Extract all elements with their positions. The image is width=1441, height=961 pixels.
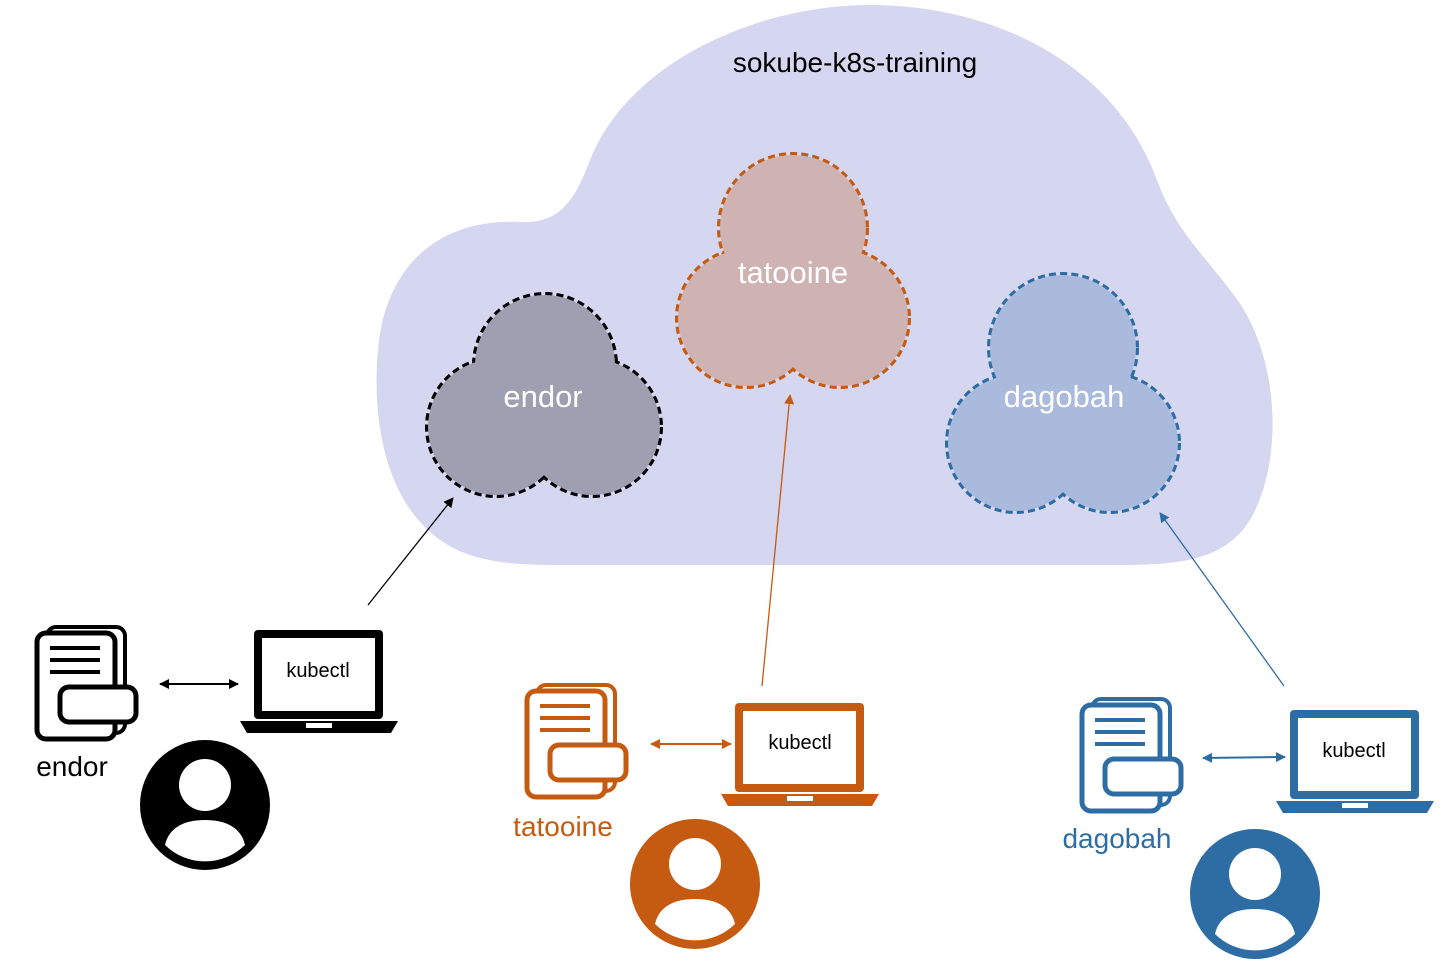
documents-icon <box>1079 697 1184 814</box>
user-avatar-icon <box>630 819 760 949</box>
user-group-tatooine: kubectl tatooine <box>513 683 879 949</box>
user-avatar-icon <box>1190 829 1320 959</box>
namespace-dagobah-cloud: dagobah <box>945 272 1181 514</box>
user-group-endor: kubectl endor <box>34 625 398 870</box>
namespace-endor-cloud: endor <box>425 292 663 498</box>
namespace-endor-label: endor <box>503 379 582 414</box>
cluster-title: sokube-k8s-training <box>733 47 977 78</box>
laptop-label: kubectl <box>286 660 349 682</box>
documents-icon <box>524 683 629 800</box>
laptop-label: kubectl <box>1322 740 1385 762</box>
user-group-dagobah: kubectl dagobah <box>1062 697 1434 959</box>
user-label-dagobah: dagobah <box>1062 823 1171 854</box>
laptop-icon: kubectl <box>721 703 879 806</box>
sync-arrow <box>1202 752 1286 763</box>
user-label-tatooine: tatooine <box>513 811 613 842</box>
arrow-tatooine-to-namespace <box>761 394 795 687</box>
namespace-dagobah-label: dagobah <box>1004 379 1125 414</box>
user-label-endor: endor <box>36 751 108 782</box>
namespace-tatooine-cloud: tatooine <box>675 152 911 389</box>
documents-icon <box>34 625 139 742</box>
laptop-icon: kubectl <box>1276 710 1434 813</box>
user-avatar-icon <box>140 740 270 870</box>
laptop-icon: kubectl <box>240 630 398 733</box>
arrow-dagobah-to-namespace <box>1159 512 1285 687</box>
namespace-tatooine-label: tatooine <box>738 255 848 290</box>
arrow-endor-to-namespace <box>367 497 454 606</box>
laptop-label: kubectl <box>768 732 831 754</box>
